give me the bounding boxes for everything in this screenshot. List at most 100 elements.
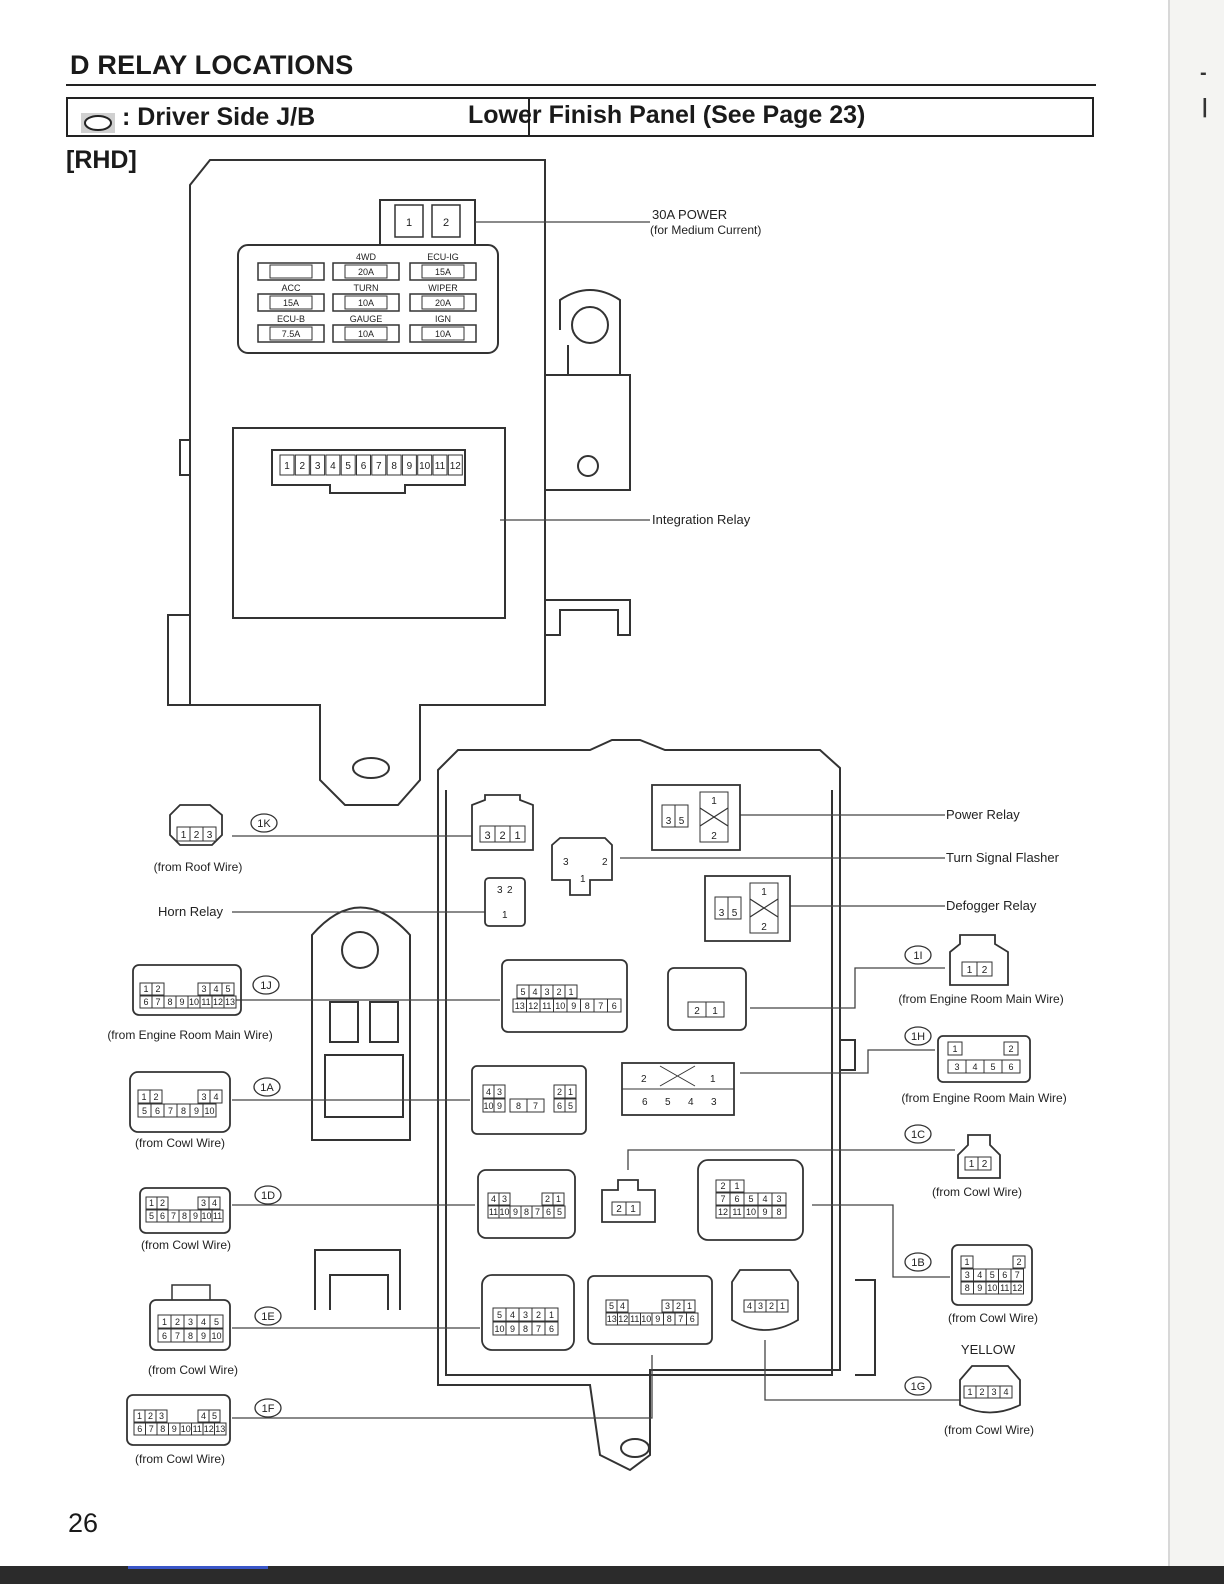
conn-1h-c-pin-5: 5	[990, 1062, 995, 1072]
code-label-1d: 1D	[261, 1190, 275, 1202]
face-1j-r2-pin-11: 11	[542, 1001, 551, 1011]
face-1e-r1-pin-3: 3	[523, 1310, 528, 1320]
conn-1g-pin-3: 3	[991, 1387, 996, 1397]
integration-pin-2: 2	[300, 461, 306, 472]
face-1i-pin-2: 2	[694, 1006, 700, 1017]
face-1f-c-pin-7: 7	[678, 1314, 683, 1324]
face-1j-r1-pin-5: 5	[520, 987, 525, 997]
fuse-name: ECU-B	[277, 314, 305, 324]
face-1d-c-pin-5: 5	[557, 1207, 562, 1217]
conn-1d-b-pin-3: 3	[201, 1198, 206, 1208]
face-1h-pin-5: 5	[665, 1097, 671, 1108]
conn-1e-r2-pin-6: 6	[162, 1331, 167, 1341]
mount-arm	[559, 289, 621, 375]
code-bubble-1e	[254, 1306, 282, 1326]
conn-1h-c-pin-3: 3	[954, 1062, 959, 1072]
face-1f-b-pin-2: 2	[676, 1301, 681, 1311]
conn-1d-a-pin-2: 2	[160, 1198, 165, 1208]
conn-1i-pin-1: 1	[967, 965, 973, 976]
fuse-rating: 7.5A	[282, 329, 301, 339]
conn-1b-d-pin-10: 10	[987, 1283, 997, 1293]
conn-1i-pin-2: 2	[982, 965, 988, 976]
code-label-1g: 1G	[911, 1381, 926, 1393]
conn-1j-c-pin-10: 10	[189, 997, 199, 1007]
bracket-plate	[324, 1054, 404, 1118]
conn-1g-color: YELLOW	[961, 1342, 1016, 1357]
fuse-spare	[257, 262, 325, 281]
source-1b: (from Cowl Wire)	[948, 1311, 1038, 1325]
face-1a-b-pin-2: 2	[557, 1087, 562, 1097]
title-rule	[66, 84, 1096, 86]
defogger-pin-1: 1	[761, 887, 767, 898]
power-relay-pin-3: 3	[666, 816, 672, 827]
integration-pin-10: 10	[419, 461, 431, 472]
face-1b-r3-pin-9: 9	[762, 1207, 767, 1217]
flasher-pin-2: 2	[602, 857, 608, 868]
face-1e-r2-pin-7: 7	[536, 1324, 541, 1334]
code-label-1a: 1A	[260, 1082, 274, 1094]
header-box	[66, 97, 1094, 137]
integration-connector	[271, 449, 466, 494]
fuse-rating: 10A	[358, 329, 374, 339]
conn-1f-c-pin-12: 12	[204, 1424, 214, 1434]
face-1c-pin-2: 2	[616, 1204, 622, 1215]
code-label-1b: 1B	[911, 1257, 924, 1269]
conn-1f-c-pin-6: 6	[137, 1424, 142, 1434]
face-1j-r2-pin-9: 9	[571, 1001, 576, 1011]
conn-1k-pin-1: 1	[181, 830, 187, 841]
face-1d-a-pin-4: 4	[491, 1194, 496, 1204]
source-1f: (from Cowl Wire)	[135, 1452, 225, 1466]
conn-1f-b-pin-4: 4	[201, 1411, 206, 1421]
defogger-pin-3: 3	[719, 908, 725, 919]
integration-pin-3: 3	[315, 461, 321, 472]
face-1a-c-pin-9: 9	[497, 1101, 502, 1111]
integration-pin-7: 7	[376, 461, 382, 472]
face-1h-pin-1: 1	[710, 1074, 716, 1085]
fuse-name: GAUGE	[350, 314, 383, 324]
code-label-1i: 1I	[913, 950, 922, 962]
face-1j-r2-pin-12: 12	[528, 1001, 538, 1011]
face-1j-r2-pin-7: 7	[598, 1001, 603, 1011]
integration-pin-6: 6	[361, 461, 367, 472]
conn-1j-b-pin-3: 3	[201, 984, 206, 994]
right-bracket	[545, 374, 631, 636]
face-1e-r1-pin-2: 2	[536, 1310, 541, 1320]
conn-1a-c-pin-9: 9	[194, 1106, 199, 1116]
conn-1d-c-pin-9: 9	[193, 1211, 198, 1221]
source-1k: (from Roof Wire)	[154, 860, 243, 874]
face-1f-c-pin-6: 6	[690, 1314, 695, 1324]
conn-1a-c-pin-5: 5	[142, 1106, 147, 1116]
conn-1c-pin-1: 1	[969, 1159, 975, 1170]
conn-1f-a-pin-2: 2	[148, 1411, 153, 1421]
conn-1b-c-pin-3: 3	[965, 1270, 970, 1280]
section-title: D RELAY LOCATIONS	[70, 50, 354, 80]
code-label-1f: 1F	[262, 1403, 275, 1415]
power-relay-pin-5: 5	[679, 816, 685, 827]
fuse-name: 4WD	[356, 252, 377, 262]
horn-pin-2: 2	[507, 885, 513, 896]
face-1h-pin-6: 6	[642, 1097, 648, 1108]
fuse-name: TURN	[354, 283, 379, 293]
conn-1g-pin-2: 2	[979, 1387, 984, 1397]
edge-mark-dash: -	[1200, 62, 1207, 84]
fuse-rating: 20A	[435, 298, 451, 308]
conn-1g-pin-4: 4	[1003, 1387, 1008, 1397]
face-1a-d-pin-7: 7	[533, 1101, 538, 1111]
code-bubble-1a	[253, 1077, 281, 1097]
face-1k-pin-2: 2	[499, 830, 505, 842]
conn-1e-r2-pin-9: 9	[201, 1331, 206, 1341]
junction-block-symbol-icon	[81, 113, 115, 133]
